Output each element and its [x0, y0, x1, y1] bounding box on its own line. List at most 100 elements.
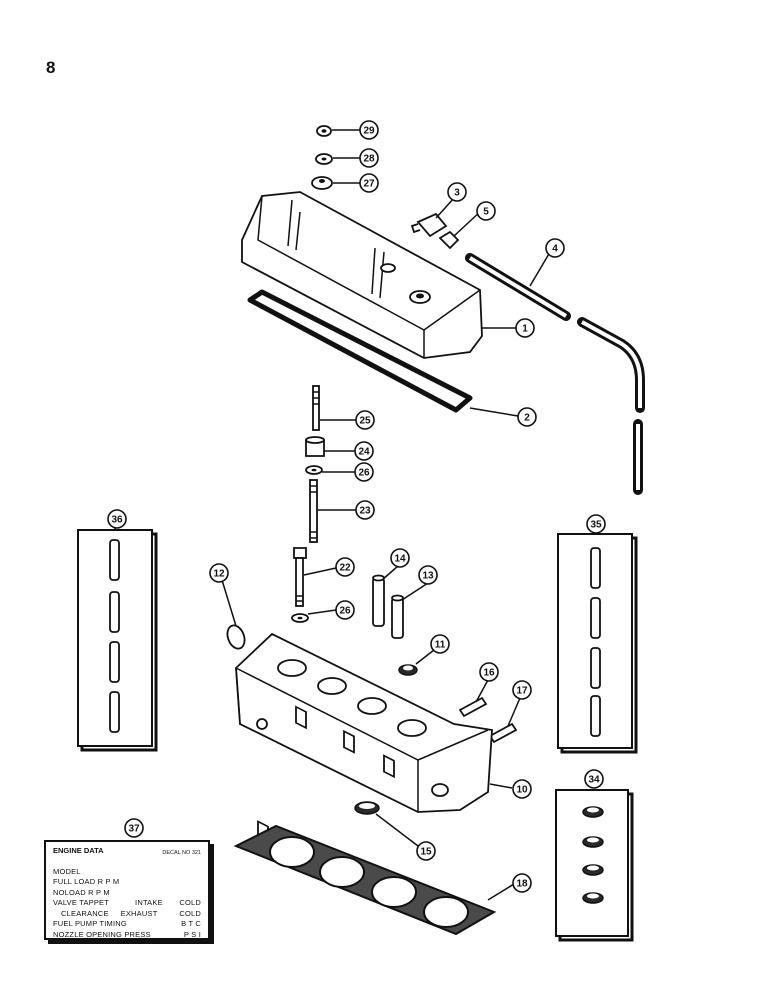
callout-37: 37: [124, 818, 144, 838]
washer-part-26-lower: [291, 613, 309, 623]
svg-text:24: 24: [358, 447, 370, 458]
callout-13: 13: [418, 565, 438, 585]
decal-row-label: VALVE TAPPET: [53, 898, 110, 907]
callout-26-upper: 26: [354, 462, 374, 482]
decal-row-sub: INTAKE: [135, 898, 163, 907]
callout-1: 1: [515, 318, 535, 338]
svg-text:27: 27: [363, 179, 375, 190]
decal-header: ENGINE DATA DECAL NO 321: [53, 846, 201, 859]
callout-26-lower: 26: [335, 600, 355, 620]
kit-box-part-36: [77, 529, 158, 752]
svg-text:26: 26: [339, 606, 351, 617]
svg-text:34: 34: [588, 775, 600, 786]
callout-5: 5: [476, 201, 496, 221]
cap-nut-part-24: [305, 436, 325, 457]
callout-29: 29: [359, 120, 379, 140]
decal-row: VALVE TAPPET INTAKE COLD: [53, 898, 201, 909]
svg-text:5: 5: [483, 207, 489, 218]
sleeve-part-15: [354, 801, 380, 815]
callout-36: 36: [107, 509, 127, 529]
kit-box-part-34: [555, 789, 634, 942]
decal-row-label: NOZZLE OPENING PRESS: [53, 929, 151, 939]
svg-text:16: 16: [483, 668, 495, 679]
callout-28: 28: [359, 148, 379, 168]
insert-part-11: [398, 664, 418, 676]
decal-title: ENGINE DATA: [53, 846, 104, 855]
decal-row-sub: EXHAUST: [120, 908, 158, 918]
svg-text:37: 37: [128, 824, 140, 835]
gasket-part-2: [247, 289, 473, 413]
ring-part-12: [226, 624, 246, 650]
decal-row: FUEL PUMP TIMING B T C: [53, 919, 201, 930]
decal-row-label: CLEARANCE: [61, 908, 109, 918]
grommet-part-27: [311, 176, 333, 190]
svg-text:28: 28: [363, 154, 375, 165]
head-gasket-part-18: [233, 824, 497, 936]
valve-guide-part-13: [391, 594, 404, 639]
svg-text:17: 17: [516, 686, 528, 697]
callout-22: 22: [335, 557, 355, 577]
svg-text:1: 1: [522, 324, 528, 335]
breather-hose-part-4: [465, 253, 645, 495]
decal-row-value: P S I: [183, 929, 201, 939]
svg-text:12: 12: [213, 569, 225, 580]
callout-24: 24: [354, 441, 374, 461]
decal-row: NOZZLE OPENING PRESS P S I: [53, 930, 201, 941]
svg-text:18: 18: [516, 879, 528, 890]
svg-text:10: 10: [516, 785, 528, 796]
page-number: 8: [46, 58, 56, 77]
decal-row-label: MODEL: [53, 866, 81, 876]
callout-10: 10: [512, 779, 532, 799]
callout-12: 12: [209, 563, 229, 583]
svg-text:25: 25: [359, 416, 371, 427]
svg-text:29: 29: [363, 126, 375, 137]
callout-15: 15: [416, 841, 436, 861]
callout-11: 11: [430, 634, 450, 654]
callout-23: 23: [355, 500, 375, 520]
svg-text:4: 4: [552, 244, 558, 255]
nut-part-29: [316, 125, 332, 137]
valve-guide-part-14: [372, 574, 385, 627]
decal-row-label: FULL LOAD R P M: [53, 877, 120, 886]
decal-number: DECAL NO 321: [162, 850, 201, 856]
callout-3: 3: [447, 182, 467, 202]
engine-data-decal: ENGINE DATA DECAL NO 321 MODEL FULL LOAD…: [44, 840, 210, 940]
callout-2: 2: [517, 407, 537, 427]
callout-4: 4: [545, 238, 565, 258]
svg-text:13: 13: [422, 571, 434, 582]
svg-text:36: 36: [111, 515, 123, 526]
decal-row-value: COLD: [179, 898, 201, 907]
callout-16: 16: [479, 662, 499, 682]
stud-part-23: [309, 479, 318, 543]
svg-text:14: 14: [394, 554, 406, 565]
callout-14: 14: [390, 548, 410, 568]
fitting-part-3: [410, 212, 448, 238]
svg-text:3: 3: [454, 188, 460, 199]
svg-text:2: 2: [524, 413, 530, 424]
decal-row-label: NOLOAD R P M: [53, 887, 110, 897]
callout-18: 18: [512, 873, 532, 893]
callout-34: 34: [584, 769, 604, 789]
svg-text:23: 23: [359, 506, 371, 517]
decal-row: NOLOAD R P M: [53, 888, 201, 899]
stud-part-17: [488, 722, 518, 744]
clamp-part-5: [438, 230, 460, 250]
stud-part-25: [312, 385, 320, 431]
washer-part-28: [315, 153, 333, 165]
stud-part-22: [293, 547, 307, 607]
decal-row-label: FUEL PUMP TIMING: [53, 919, 127, 928]
svg-text:35: 35: [590, 520, 602, 531]
decal-row-value: B T C: [181, 919, 201, 928]
svg-text:15: 15: [420, 847, 432, 858]
kit-box-part-35: [557, 533, 638, 754]
valve-cover-part-1: [241, 191, 483, 359]
svg-text:11: 11: [435, 640, 446, 651]
callout-35: 35: [586, 514, 606, 534]
callout-27: 27: [359, 173, 379, 193]
callout-17: 17: [512, 680, 532, 700]
decal-row-value: COLD: [179, 908, 201, 918]
decal-row: FULL LOAD R P M: [53, 877, 201, 888]
svg-text:22: 22: [339, 563, 351, 574]
washer-part-26-upper: [305, 465, 323, 475]
